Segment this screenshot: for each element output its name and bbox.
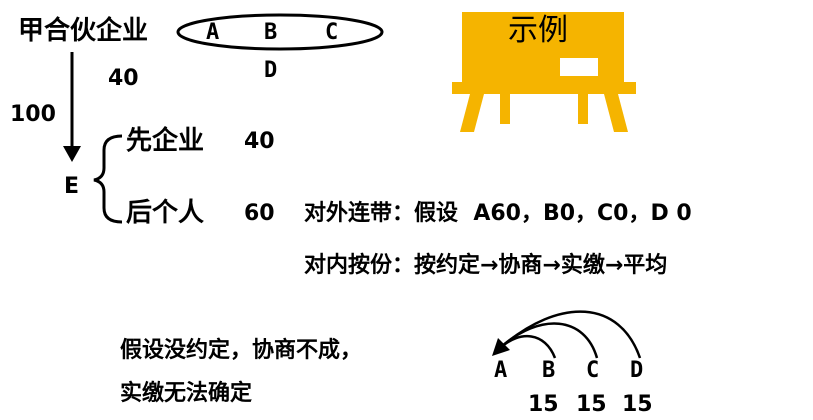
share-partner-c: C (586, 358, 600, 383)
enterprise-e: E (64, 174, 80, 199)
partner-c: C (325, 20, 339, 45)
share-partner-b: B (542, 358, 556, 383)
partner-d: D (264, 58, 278, 83)
note-line-2: 实缴无法确定 (120, 381, 253, 406)
branch-first-label: 先企业 (126, 126, 205, 156)
branch-first-amount: 40 (244, 129, 275, 154)
internal-rule: 对内按份：按约定→协商→实缴→平均 (304, 253, 668, 278)
share-amount-3: 15 (622, 392, 653, 417)
partners-ellipse (176, 13, 384, 51)
share-partner-d: D (630, 358, 644, 383)
branch-second-amount: 60 (244, 201, 275, 226)
share-amount-2: 15 (576, 392, 607, 417)
amount-40-top: 40 (108, 66, 139, 91)
share-amount-1: 15 (528, 392, 559, 417)
example-label: 示例 (508, 13, 568, 48)
amount-100: 100 (10, 102, 56, 127)
note-line-1: 假设没约定，协商不成， (120, 338, 363, 363)
share-partner-a: A (494, 358, 508, 383)
arc-d-to-a (499, 310, 642, 359)
external-rule: 对外连带：假设 A60，B0，C0，D 0 (304, 201, 692, 226)
arc-arrowhead (492, 338, 510, 356)
branch-brace (93, 134, 123, 224)
branch-second-label: 后个人 (126, 198, 205, 228)
down-arrow-head (63, 146, 81, 162)
partner-a: A (206, 20, 220, 45)
example-board-icon (452, 12, 636, 132)
partnership-label: 甲合伙企业 (18, 16, 149, 46)
partner-b: B (264, 20, 278, 45)
arc-b-to-a (499, 334, 557, 359)
arc-c-to-a (499, 322, 599, 359)
